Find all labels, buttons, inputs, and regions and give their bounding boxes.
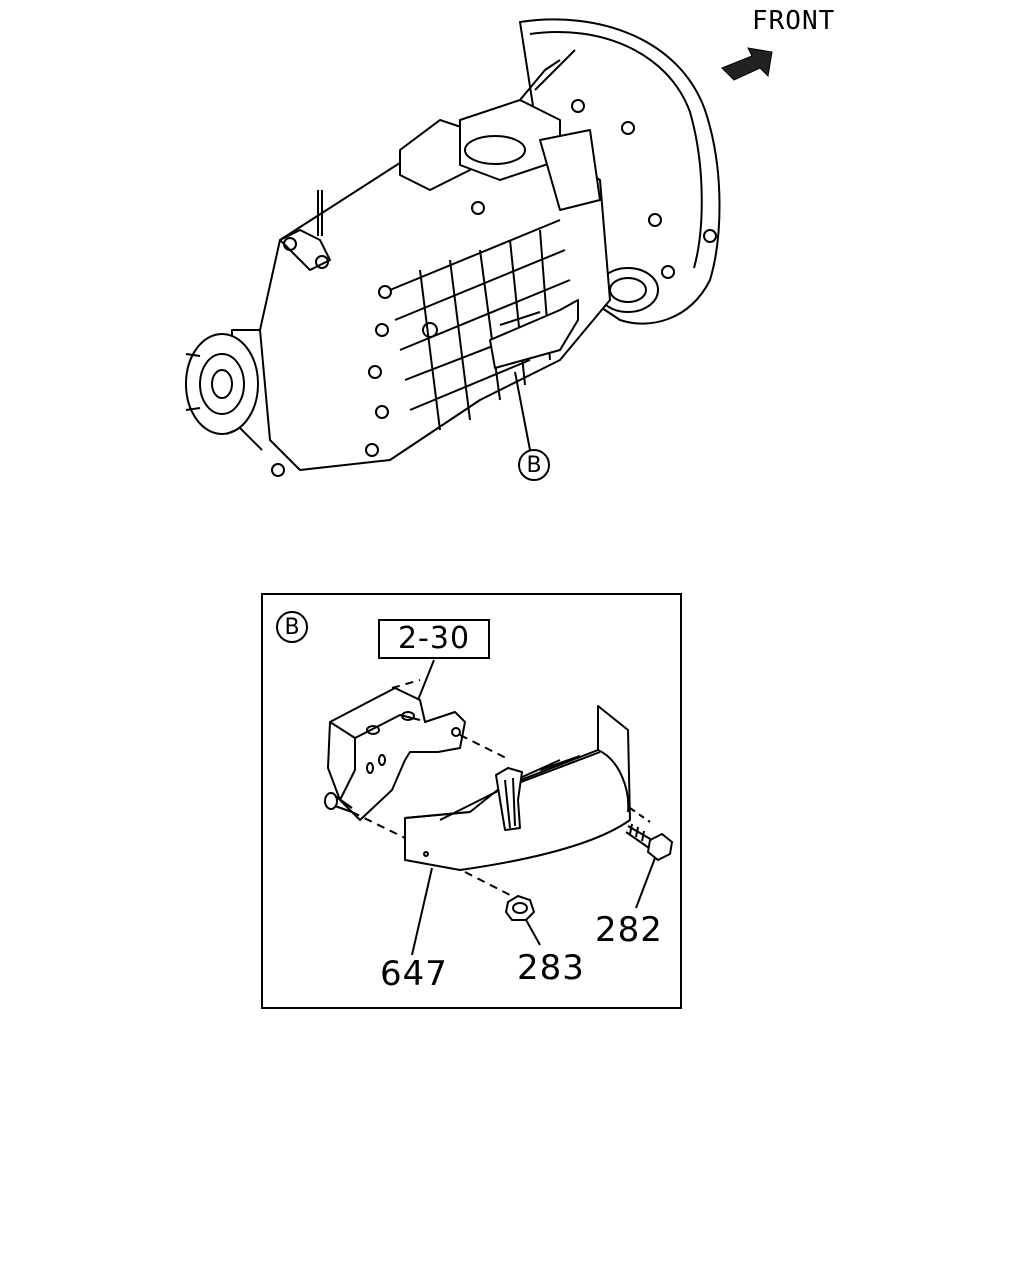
detail-b-frame: [261, 593, 682, 1009]
transmission-illustration: [185, 18, 721, 477]
callout-b-main: B: [518, 449, 550, 481]
part-label-282: 282: [595, 910, 663, 950]
bracket-illustration: [324, 687, 656, 956]
detail-b-callout: B: [276, 611, 308, 643]
front-label: FRONT: [752, 6, 836, 36]
ref-box-2-30: 2-30: [378, 619, 490, 659]
part-label-647: 647: [380, 954, 448, 994]
nut-icon: [504, 894, 536, 921]
bolt-icon: [625, 823, 674, 862]
front-arrow-icon: [721, 47, 773, 81]
part-label-283: 283: [517, 948, 585, 988]
